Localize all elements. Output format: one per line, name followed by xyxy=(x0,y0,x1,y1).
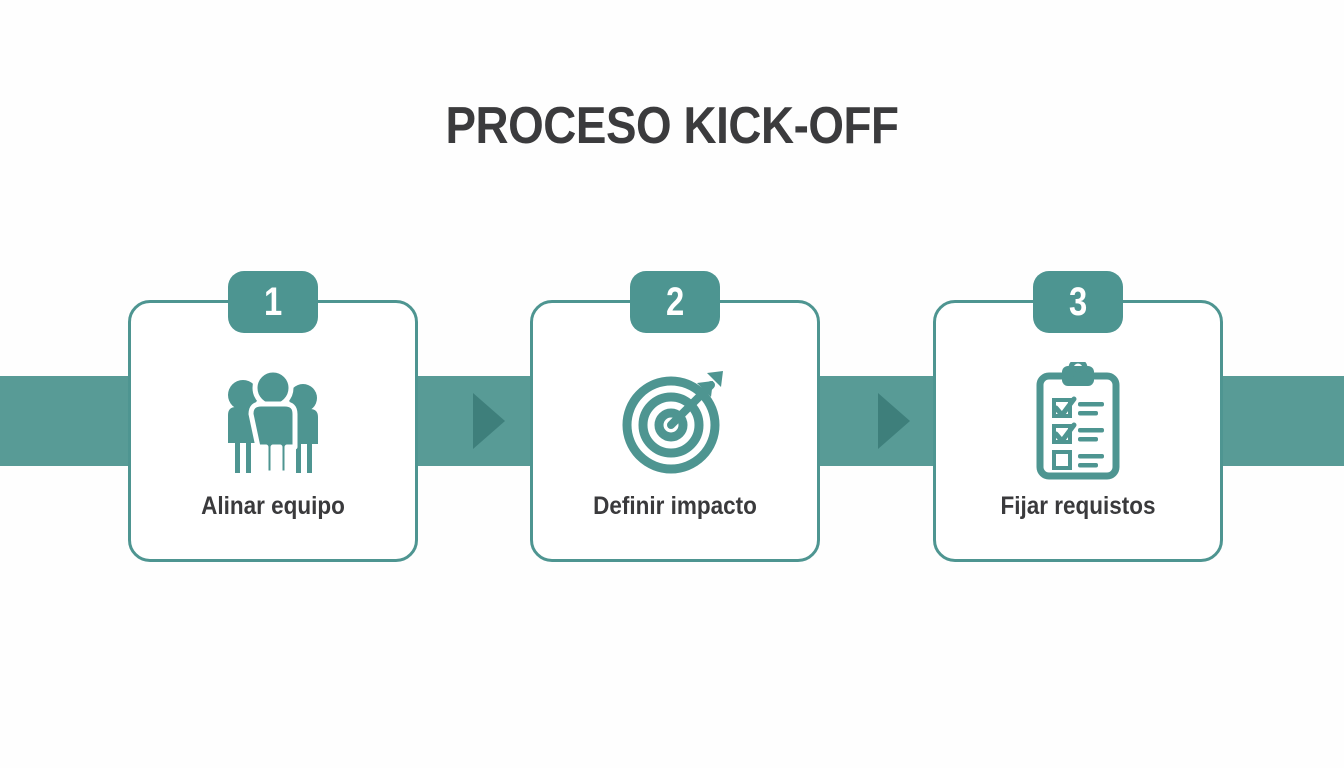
clipboard-checklist-icon xyxy=(936,361,1220,481)
step-card-1[interactable]: 1 Alinar equipo xyxy=(128,271,418,562)
play-arrow-right-icon xyxy=(878,393,910,449)
play-arrow-right-icon xyxy=(473,393,505,449)
step-number-badge-3: 3 xyxy=(1033,271,1123,333)
step-number-badge-1: 1 xyxy=(228,271,318,333)
page-title: PROCESO KICK-OFF xyxy=(445,97,899,155)
step-card-3[interactable]: 3 Fijar requistos xyxy=(933,271,1223,562)
step-label-1: Alinar equipo xyxy=(201,492,345,520)
step-card-2[interactable]: 2 Definir impacto xyxy=(530,271,820,562)
step-label-2: Definir impacto xyxy=(593,492,757,520)
target-arrow-icon xyxy=(533,361,817,481)
step-number-2: 2 xyxy=(665,280,685,324)
step-number-1: 1 xyxy=(263,280,283,324)
step-label-3: Fijar requistos xyxy=(1000,492,1156,520)
step-number-badge-2: 2 xyxy=(630,271,720,333)
people-group-icon xyxy=(131,361,415,481)
step-number-3: 3 xyxy=(1068,280,1088,324)
